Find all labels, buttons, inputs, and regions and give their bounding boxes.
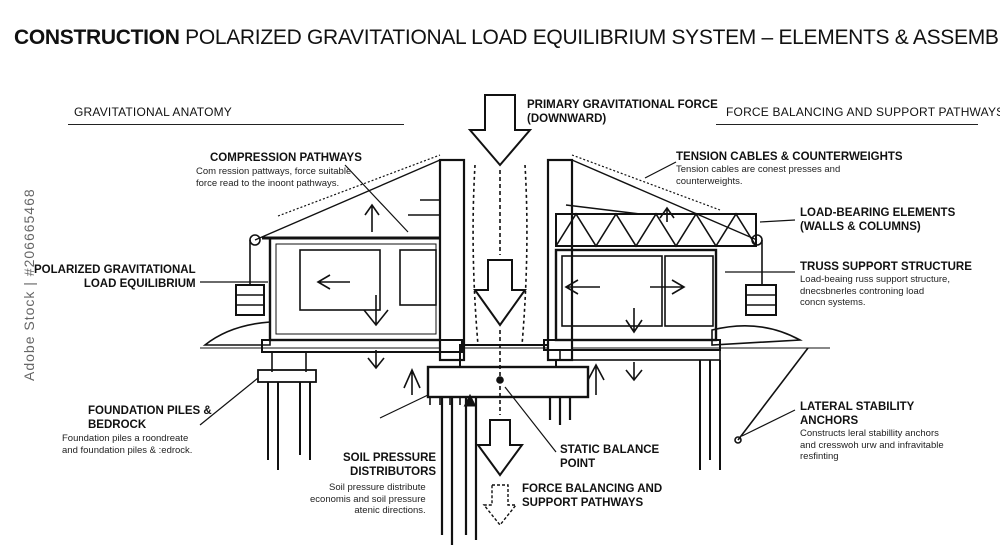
- label-force-balancing: FORCE BALANCING AND SUPPORT PATHWAYS: [522, 483, 663, 509]
- title-bold: CONSTRUCTION: [14, 26, 180, 49]
- desc-soil: Soil pressure distribute economis and so…: [310, 482, 426, 516]
- page-title: CONSTRUCTION POLARIZED GRAVITATIONAL LOA…: [14, 26, 1000, 50]
- title-rest: POLARIZED GRAVITATIONAL LOAD EQUILIBRIUM…: [185, 26, 1000, 49]
- label-compression: COMPRESSION PATHWAYS: [210, 152, 362, 164]
- left-house: [235, 158, 466, 470]
- desc-compression: Com ression pattways, force suitable for…: [196, 166, 352, 189]
- ground-left: [202, 321, 271, 346]
- section-left-rule: [68, 124, 404, 125]
- label-truss: TRUSS SUPPORT STRUCTURE: [800, 261, 972, 273]
- right-house: [543, 158, 809, 470]
- ground-right: [711, 325, 803, 346]
- label-primary-force: PRIMARY GRAVITATIONAL FORCE (DOWNWARD): [527, 99, 718, 125]
- central-foundation: [426, 344, 590, 545]
- section-left-heading: GRAVITATIONAL ANATOMY: [74, 105, 233, 119]
- desc-foundation: Foundation piles a roondreate and founda…: [62, 433, 193, 456]
- gravity-arrows: [467, 94, 533, 527]
- stock-watermark: Adobe Stock | #206665468: [21, 188, 37, 381]
- label-static-balance: STATIC BALANCE POINT: [560, 444, 660, 470]
- section-right-rule: [716, 124, 978, 125]
- label-load-bearing: LOAD-BEARING ELEMENTS (WALLS & COLUMNS): [800, 207, 956, 233]
- desc-tension: Tension cables are conest presses and co…: [676, 164, 841, 187]
- label-soil: SOIL PRESSURE DISTRIBUTORS: [343, 452, 437, 478]
- desc-truss: Load-beaing russ support structure, dnec…: [800, 274, 950, 308]
- leader-lines: [199, 154, 796, 453]
- label-foundation: FOUNDATION PILES & BEDROCK: [88, 405, 212, 431]
- label-tension: TENSION CABLES & COUNTERWEIGHTS: [676, 151, 903, 163]
- desc-lateral: Constructs leral stabillity anchors and …: [800, 428, 944, 462]
- label-lateral: LATERAL STABILITY ANCHORS: [800, 401, 915, 427]
- label-polarized: POLARIZED GRAVITATIONAL LOAD EQUILIBRIUM: [34, 264, 196, 290]
- section-right-heading: FORCE BALANCING AND SUPPORT PATHWAYS: [726, 105, 1000, 119]
